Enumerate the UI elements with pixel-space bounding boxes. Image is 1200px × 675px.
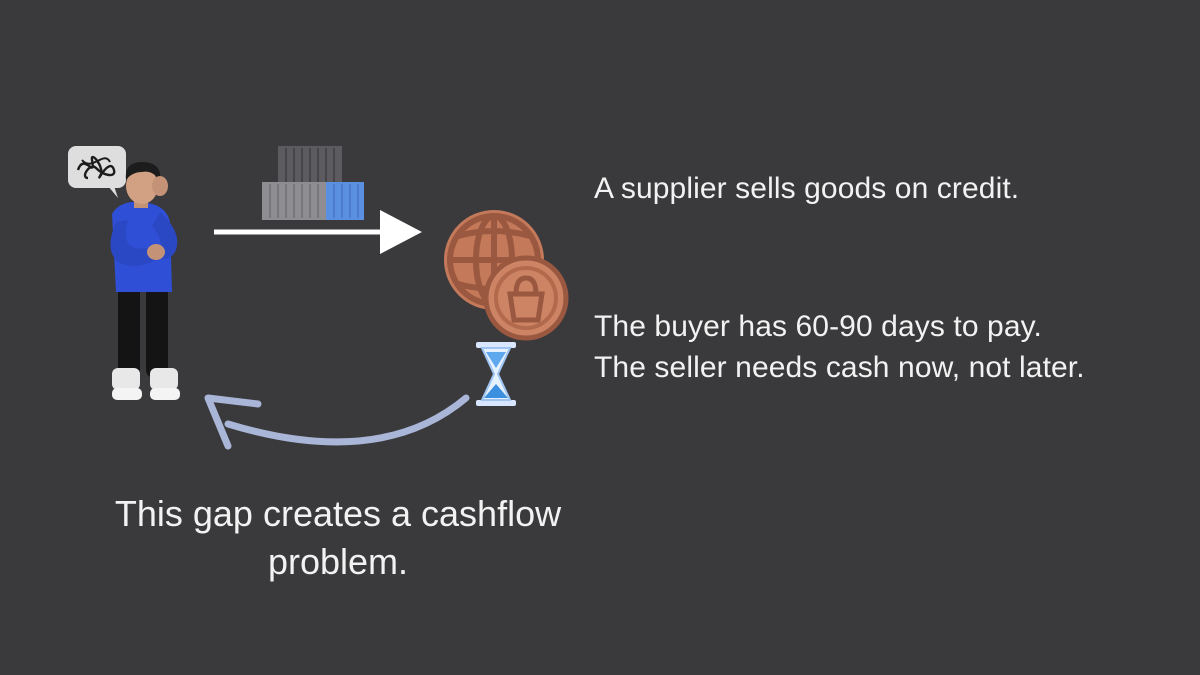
globe-shopping-bag-icon	[444, 210, 569, 341]
worried-person-icon	[110, 162, 180, 400]
seller-description: The seller needs cash now, not later.	[594, 351, 1085, 384]
shipping-containers-icon	[262, 146, 364, 220]
scribble-speech-bubble-icon	[68, 146, 126, 198]
buyer-description: The buyer has 60-90 days to pay.	[594, 310, 1042, 343]
forward-arrow	[214, 210, 422, 254]
return-arrow	[204, 394, 470, 450]
supplier-description: A supplier sells goods on credit.	[594, 172, 1020, 205]
hourglass-icon	[476, 342, 516, 406]
cashflow-caption: This gap creates a cashflow problem.	[114, 493, 562, 582]
